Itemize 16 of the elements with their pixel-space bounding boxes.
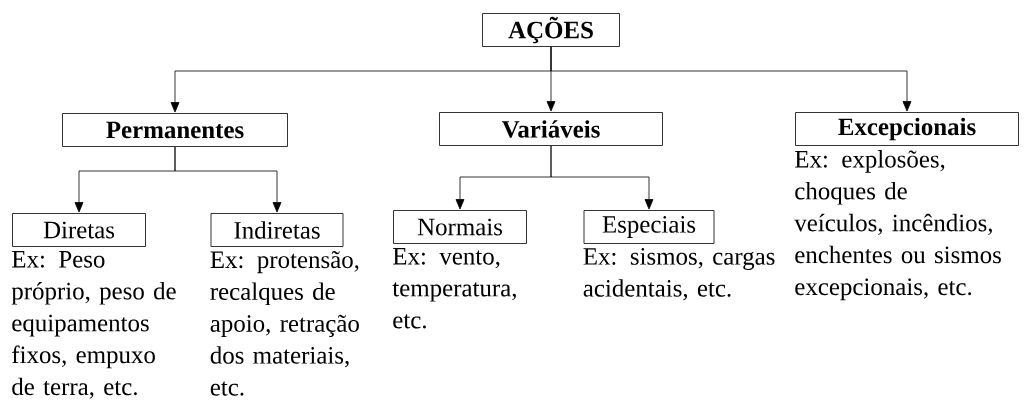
example-text: Ex: protensão, recalques de apoio, retração dos materiais, etc. bbox=[210, 251, 359, 396]
example-text: Ex: sismos, cargas acidentais, etc. bbox=[583, 248, 775, 301]
example-text: Ex: explosões, choques de veículos, incêndios, enchentes ou sismos excepcionais, etc. bbox=[794, 150, 1001, 301]
category-box: Normais bbox=[393, 210, 527, 244]
example-text: Ex: Peso próprio, peso de equipamentos fixos, empuxo de terra, etc. bbox=[11, 251, 176, 399]
example-text: Ex: vento, temperatura, etc. bbox=[392, 248, 516, 329]
heading-box: Permanentes bbox=[62, 113, 288, 147]
category-box: Indiretas bbox=[210, 213, 344, 247]
arrow bbox=[550, 145, 654, 210]
arrow bbox=[174, 146, 282, 213]
category-box: Especiais bbox=[583, 210, 715, 244]
category-box: Diretas bbox=[12, 213, 146, 247]
heading-box: Variáveis bbox=[439, 112, 663, 146]
heading-box: Excepcionais bbox=[795, 112, 1019, 146]
arrow bbox=[550, 46, 912, 112]
heading-box: AÇÕES bbox=[482, 13, 620, 47]
